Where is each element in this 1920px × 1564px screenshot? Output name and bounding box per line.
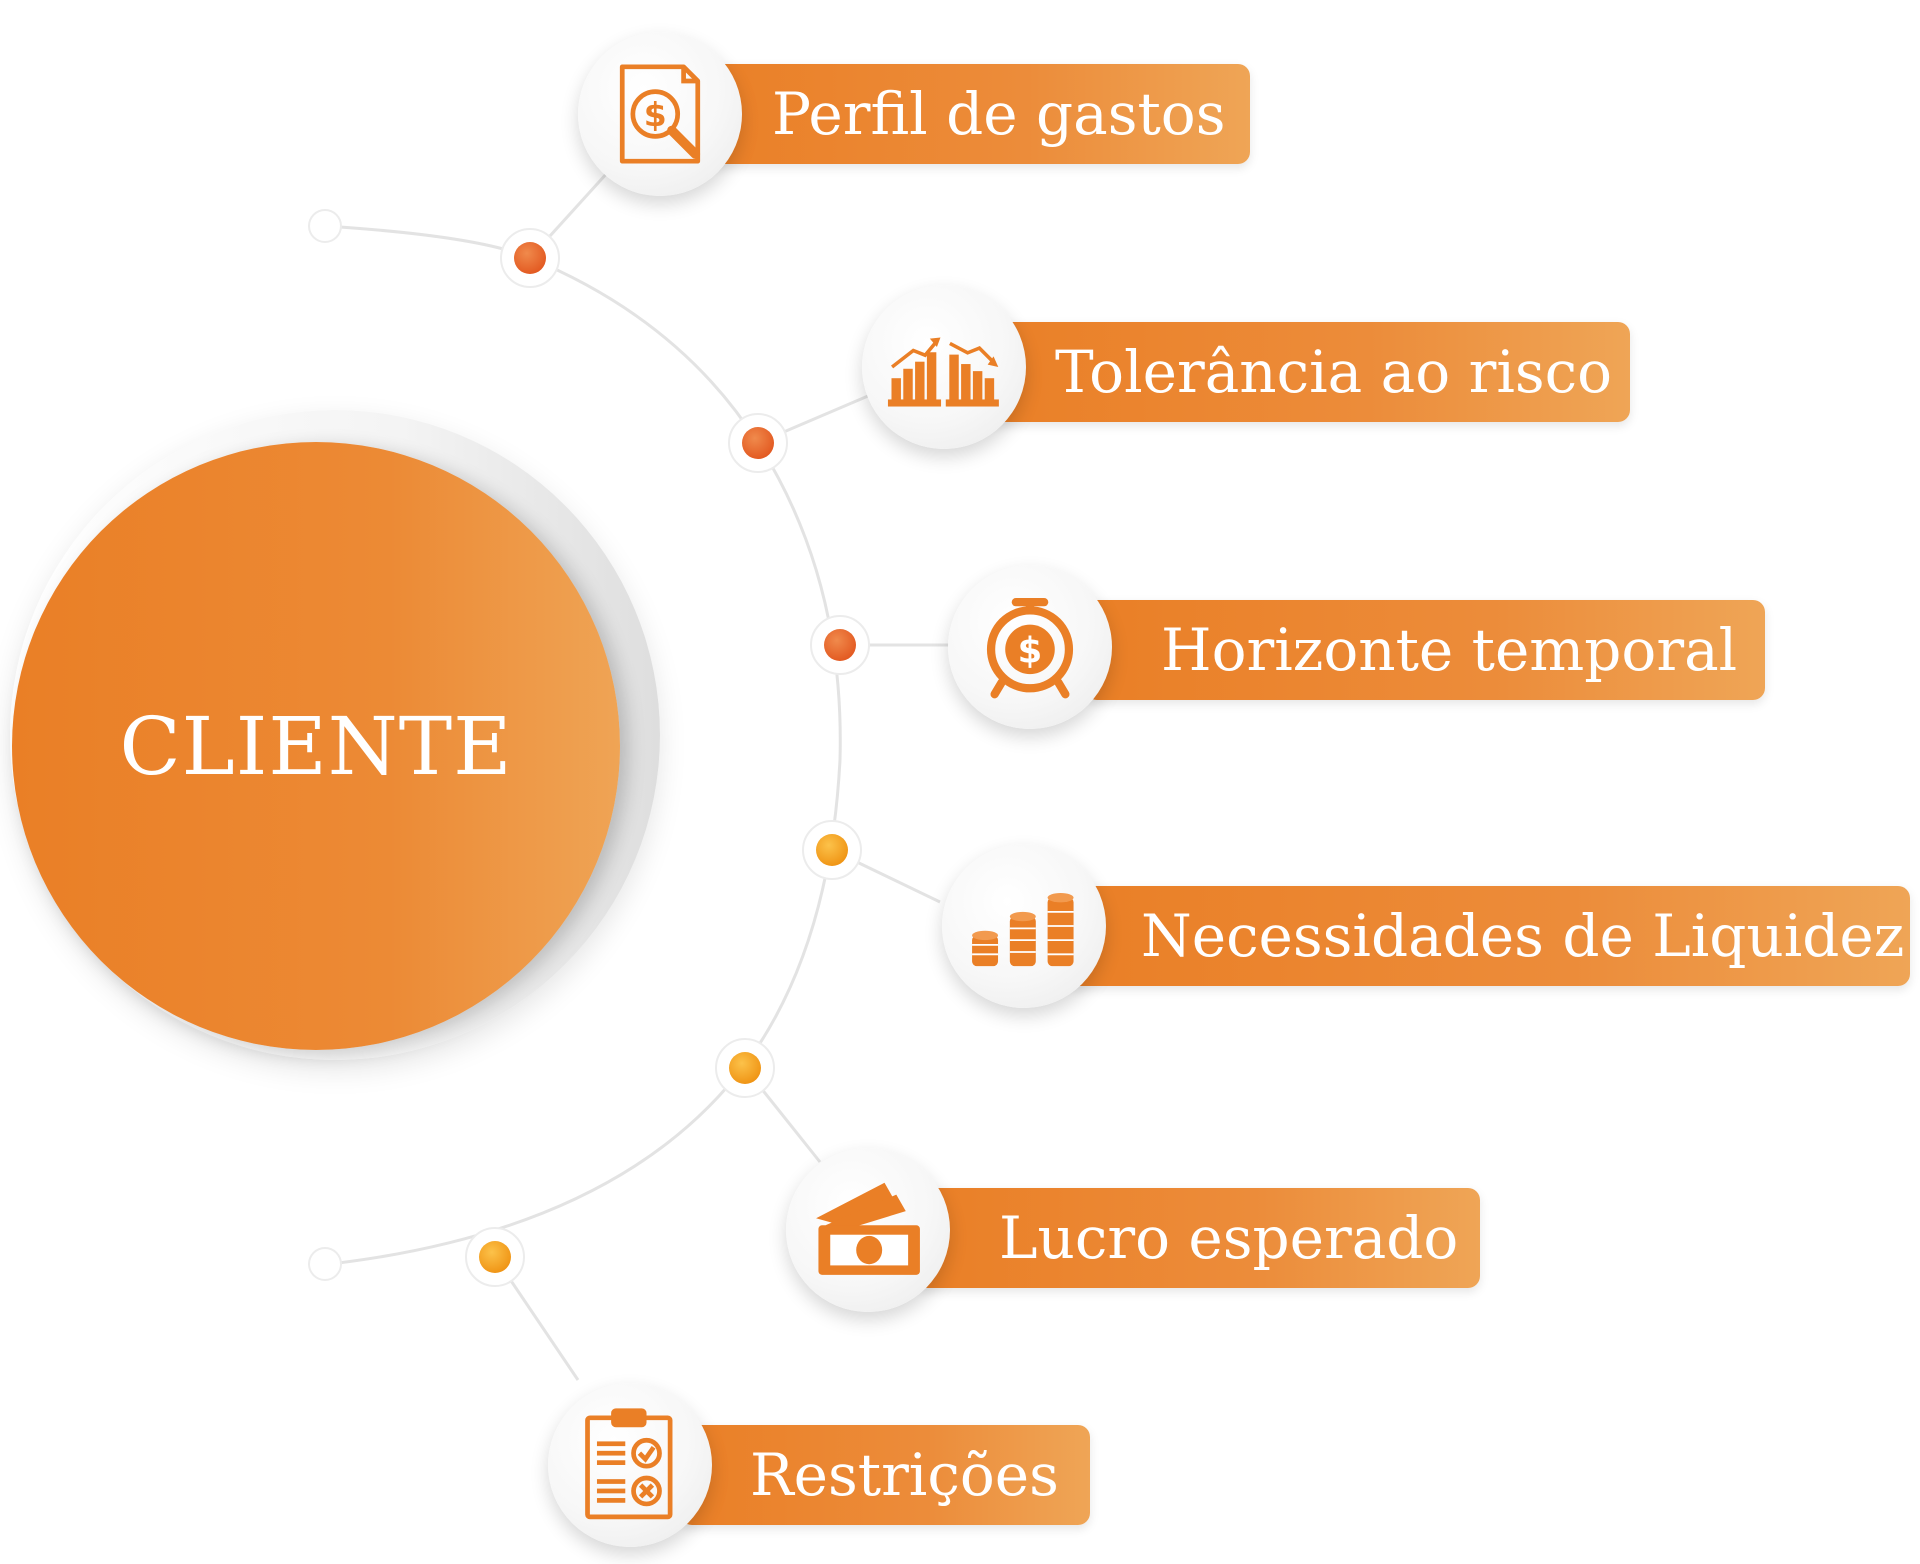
node-liquidez <box>802 820 862 880</box>
node-perfil <box>500 228 560 288</box>
client-hub: CLIENTE <box>12 442 620 1050</box>
label-text: Restrições <box>750 1441 1059 1509</box>
financial-report-magnifier-icon: $ <box>619 64 701 164</box>
label-text: Tolerância ao risco <box>1055 338 1613 406</box>
node-restricoes <box>465 1227 525 1287</box>
svg-text:$: $ <box>1018 630 1043 671</box>
label-tolerancia-ao-risco: Tolerância ao risco <box>975 322 1630 422</box>
cash-stack-icon <box>816 1182 920 1275</box>
icon-badge-restricoes <box>548 1383 712 1547</box>
label-perfil-de-gastos: Perfil de gastos <box>690 64 1250 164</box>
endpoint-bottom <box>308 1247 342 1281</box>
icon-badge-liquidez <box>942 844 1106 1008</box>
svg-text:$: $ <box>644 95 667 134</box>
label-text: Horizonte temporal <box>1161 616 1738 684</box>
label-necessidades-de-liquidez: Necessidades de Liquidez <box>1065 886 1910 986</box>
bar-charts-up-down-icon <box>887 337 999 407</box>
label-text: Lucro esperado <box>999 1204 1459 1272</box>
icon-badge-lucro <box>786 1148 950 1312</box>
coin-stacks-icon <box>972 892 1074 967</box>
label-horizonte-temporal: Horizonte temporal <box>1085 600 1765 700</box>
label-restricoes: Restrições <box>680 1425 1090 1525</box>
node-tolerancia <box>728 413 788 473</box>
endpoint-top <box>308 209 342 243</box>
icon-badge-tolerancia <box>862 285 1026 449</box>
checklist-clipboard-icon <box>585 1408 673 1520</box>
label-lucro-esperado: Lucro esperado <box>915 1188 1480 1288</box>
node-lucro <box>715 1038 775 1098</box>
label-text: Perfil de gastos <box>772 80 1226 148</box>
dollar-alarm-clock-icon: $ <box>986 598 1074 699</box>
node-horizonte <box>810 615 870 675</box>
hub-label: CLIENTE <box>119 699 513 793</box>
label-text: Necessidades de Liquidez <box>1141 902 1905 970</box>
icon-badge-horizonte: $ <box>948 565 1112 729</box>
icon-badge-perfil: $ <box>578 32 742 196</box>
